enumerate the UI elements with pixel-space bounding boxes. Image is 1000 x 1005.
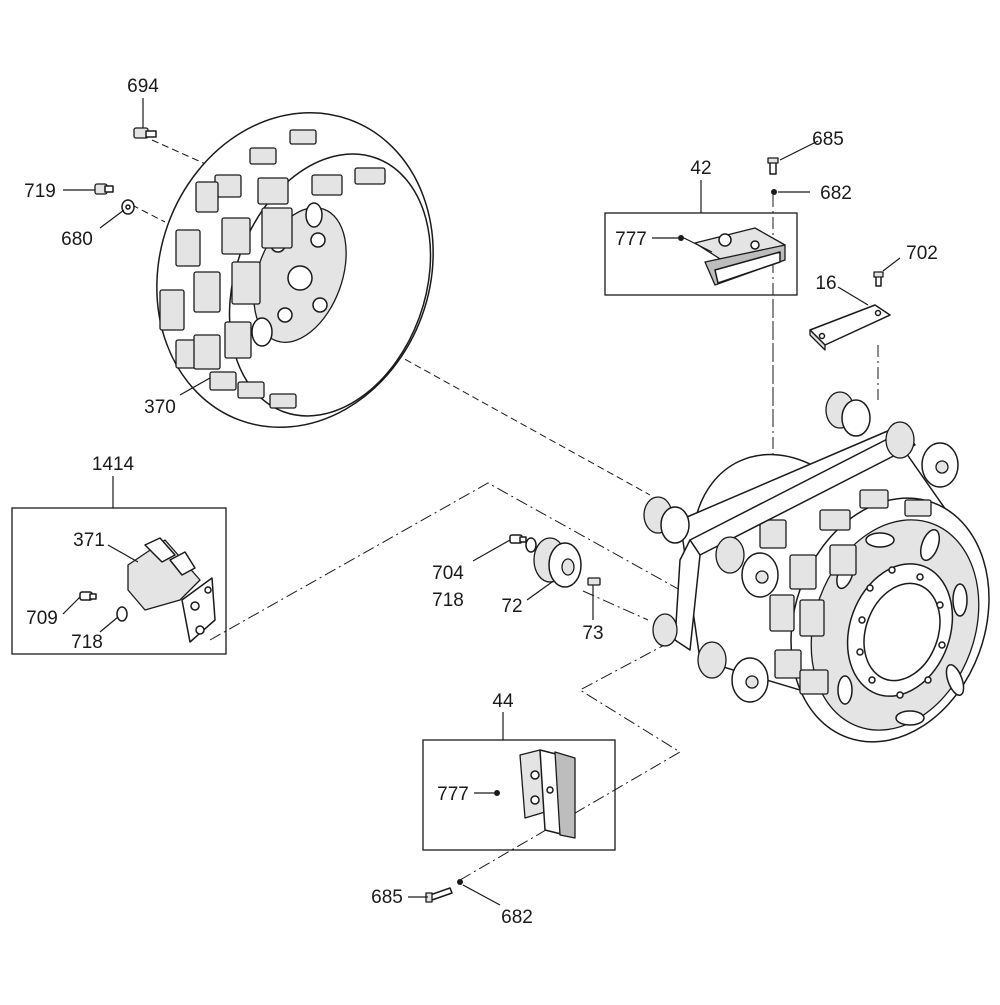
roller-72 [533, 537, 582, 588]
clamp-part-44 [519, 749, 576, 839]
label-777-top: 777 [615, 229, 647, 250]
label-1414: 1414 [92, 454, 135, 475]
label-704: 704 [432, 563, 464, 584]
label-72: 72 [501, 596, 522, 617]
bolt-694 [133, 127, 157, 139]
screw-685-bottom [425, 887, 453, 903]
label-44: 44 [492, 691, 514, 712]
bracket-371 [127, 537, 216, 643]
label-718-mid: 718 [432, 590, 464, 611]
label-777-bottom: 777 [437, 784, 469, 805]
ball-777-bottom [494, 790, 500, 796]
label-709: 709 [26, 608, 58, 629]
label-719: 719 [24, 181, 56, 202]
label-371: 371 [73, 530, 105, 551]
track-tire-370 [156, 111, 434, 429]
label-702: 702 [906, 243, 938, 264]
clamp-part-42 [694, 227, 786, 286]
label-16: 16 [815, 273, 836, 294]
label-685-top: 685 [812, 129, 844, 150]
ring-682-top [771, 189, 777, 195]
kit-box-1414 [11, 507, 227, 655]
bolt-719 [94, 183, 114, 195]
label-682-top: 682 [820, 183, 852, 204]
screw-685-top [767, 157, 779, 175]
pin-73 [587, 577, 601, 586]
tread-blocks [159, 129, 386, 409]
washer-680 [121, 199, 135, 215]
label-682-bottom: 682 [501, 907, 533, 928]
label-370: 370 [144, 397, 176, 418]
kit-box-44 [422, 739, 616, 851]
label-694: 694 [127, 76, 159, 97]
label-42: 42 [690, 158, 711, 179]
screw-702 [873, 271, 884, 287]
leader-lines [62, 98, 901, 906]
bolt-704 [509, 534, 527, 544]
rollers [643, 391, 959, 703]
ring-682-bottom [457, 879, 463, 885]
washer-718-left [116, 606, 128, 622]
label-718-left: 718 [71, 632, 103, 653]
wheel-hub-assembly [643, 391, 990, 743]
washer-718-mid [525, 537, 537, 553]
ball-777-top [678, 235, 684, 241]
label-73: 73 [582, 623, 603, 644]
label-680: 680 [61, 229, 93, 250]
bolt-709 [79, 591, 97, 601]
plate-16 [809, 304, 891, 351]
label-685-bottom: 685 [371, 887, 403, 908]
part-number-labels: 694 719 680 370 42 685 682 777 702 16 14… [24, 76, 938, 928]
